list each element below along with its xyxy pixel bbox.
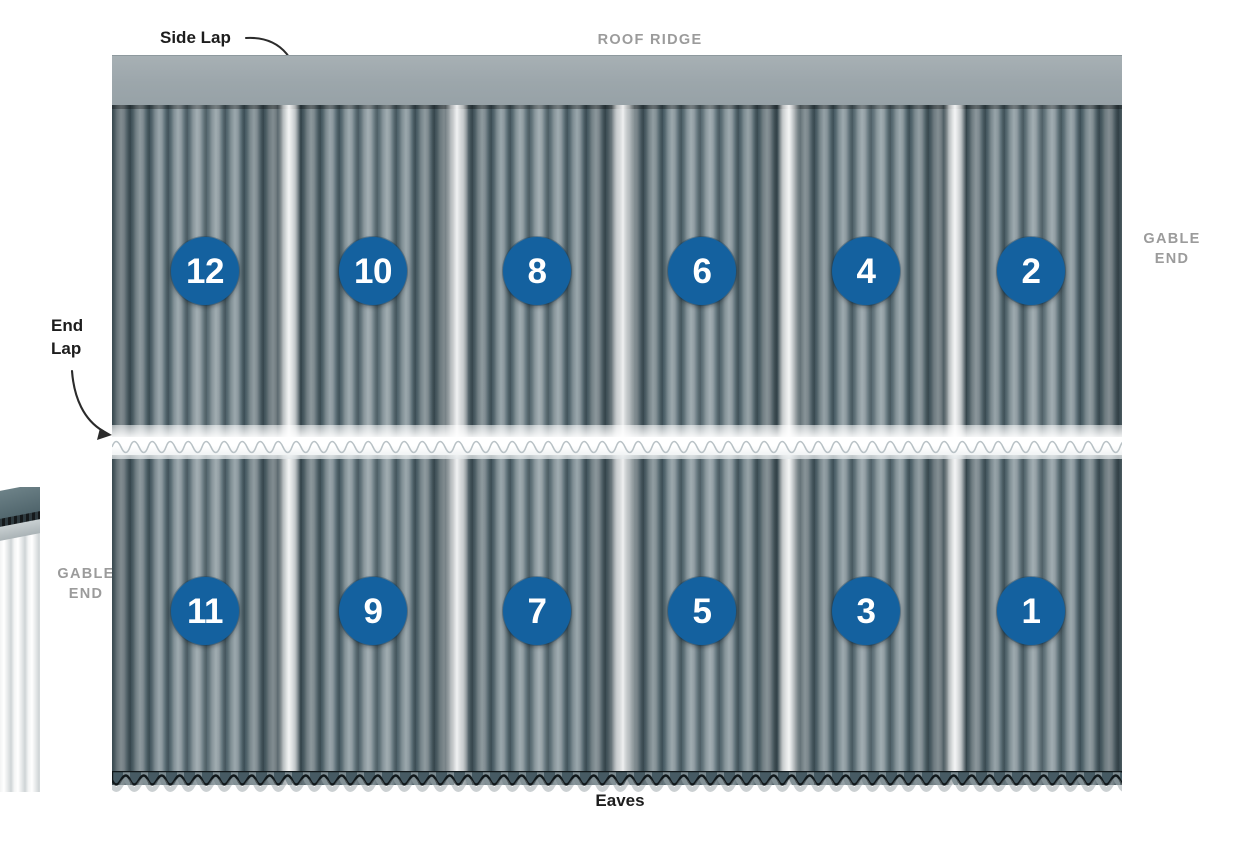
roof-assembly: 12 10 8 6 4 2 11 9 7 5 3 1 bbox=[112, 55, 1122, 792]
panel-badge-5[interactable]: 5 bbox=[668, 577, 736, 645]
panel-badge-8[interactable]: 8 bbox=[503, 237, 571, 305]
panel-badge-6[interactable]: 6 bbox=[668, 237, 736, 305]
side-lap-label: Side Lap bbox=[160, 28, 231, 47]
eaves-scalloped-edge bbox=[112, 771, 1122, 792]
panel-badge-11[interactable]: 11 bbox=[171, 577, 239, 645]
end-lap-label-line1: End bbox=[51, 316, 84, 335]
ridge-shadow-line bbox=[112, 105, 1122, 109]
roof-ridge-label: ROOF RIDGE bbox=[597, 32, 703, 48]
roof-sheet-top-row bbox=[112, 105, 1122, 437]
gable-end-right-line1: GABLE bbox=[1143, 231, 1201, 247]
end-lap-label-line2: Lap bbox=[51, 339, 82, 358]
panel-badge-4[interactable]: 4 bbox=[832, 237, 900, 305]
photo-wall bbox=[0, 525, 40, 792]
panel-badge-12[interactable]: 12 bbox=[171, 237, 239, 305]
roof-sheet-bottom-row bbox=[112, 455, 1122, 785]
eaves-label: Eaves bbox=[595, 791, 645, 810]
panel-badge-7[interactable]: 7 bbox=[503, 577, 571, 645]
gable-end-left-line1: GABLE bbox=[57, 566, 115, 582]
ridge-cap bbox=[112, 55, 1122, 105]
panel-badge-10[interactable]: 10 bbox=[339, 237, 407, 305]
panel-badge-9[interactable]: 9 bbox=[339, 577, 407, 645]
gable-end-left-line2: END bbox=[68, 586, 104, 602]
gable-end-right-line2: END bbox=[1154, 251, 1190, 267]
panel-badge-2[interactable]: 2 bbox=[997, 237, 1065, 305]
end-lap-corrugation-profile bbox=[112, 440, 1122, 454]
panel-badge-1[interactable]: 1 bbox=[997, 577, 1065, 645]
panel-badge-3[interactable]: 3 bbox=[832, 577, 900, 645]
building-photo-fragment bbox=[0, 487, 40, 792]
